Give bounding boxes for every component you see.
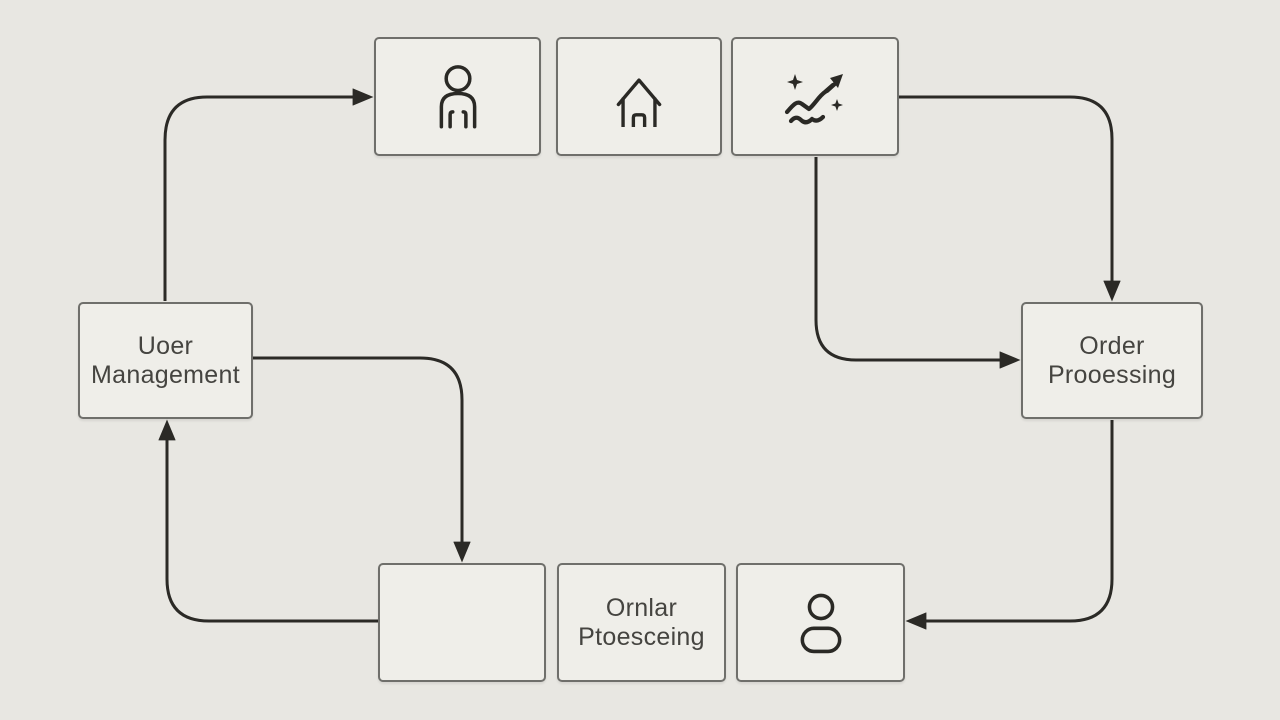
- diagram-node-person: [736, 563, 905, 682]
- diagram-node-user-management: Uoer Management: [78, 302, 253, 419]
- arrow-top-chart-to-order-processing-top: [899, 95, 1121, 302]
- user-icon: [439, 64, 476, 128]
- diagram-node-user: [374, 37, 541, 156]
- diagram-node-bottom-text: Ornlar Ptoesceing: [557, 563, 726, 682]
- diagram-node-order-processing: Order Prooessing: [1021, 302, 1203, 419]
- home-icon: [616, 77, 662, 127]
- arrow-user-management-to-top-user: [163, 88, 374, 301]
- person-icon: [800, 593, 841, 653]
- diagram-node-blank: [378, 563, 546, 682]
- arrow-bottom-blank-to-user-management: [158, 419, 378, 623]
- arrow-user-management-to-bottom-blank: [253, 356, 471, 563]
- diagram-node-growth-chart: [731, 37, 899, 156]
- arrow-order-processing-to-bottom-user: [905, 420, 1114, 630]
- growth-chart-icon: [784, 73, 843, 124]
- arrow-top-chart-to-order-processing-left: [814, 157, 1021, 369]
- diagram-node-home: [556, 37, 722, 156]
- bottom-text-label: Ornlar Ptoesceing: [578, 593, 705, 651]
- user-management-label: Uoer Management: [91, 331, 240, 389]
- order-processing-label: Order Prooessing: [1047, 331, 1177, 389]
